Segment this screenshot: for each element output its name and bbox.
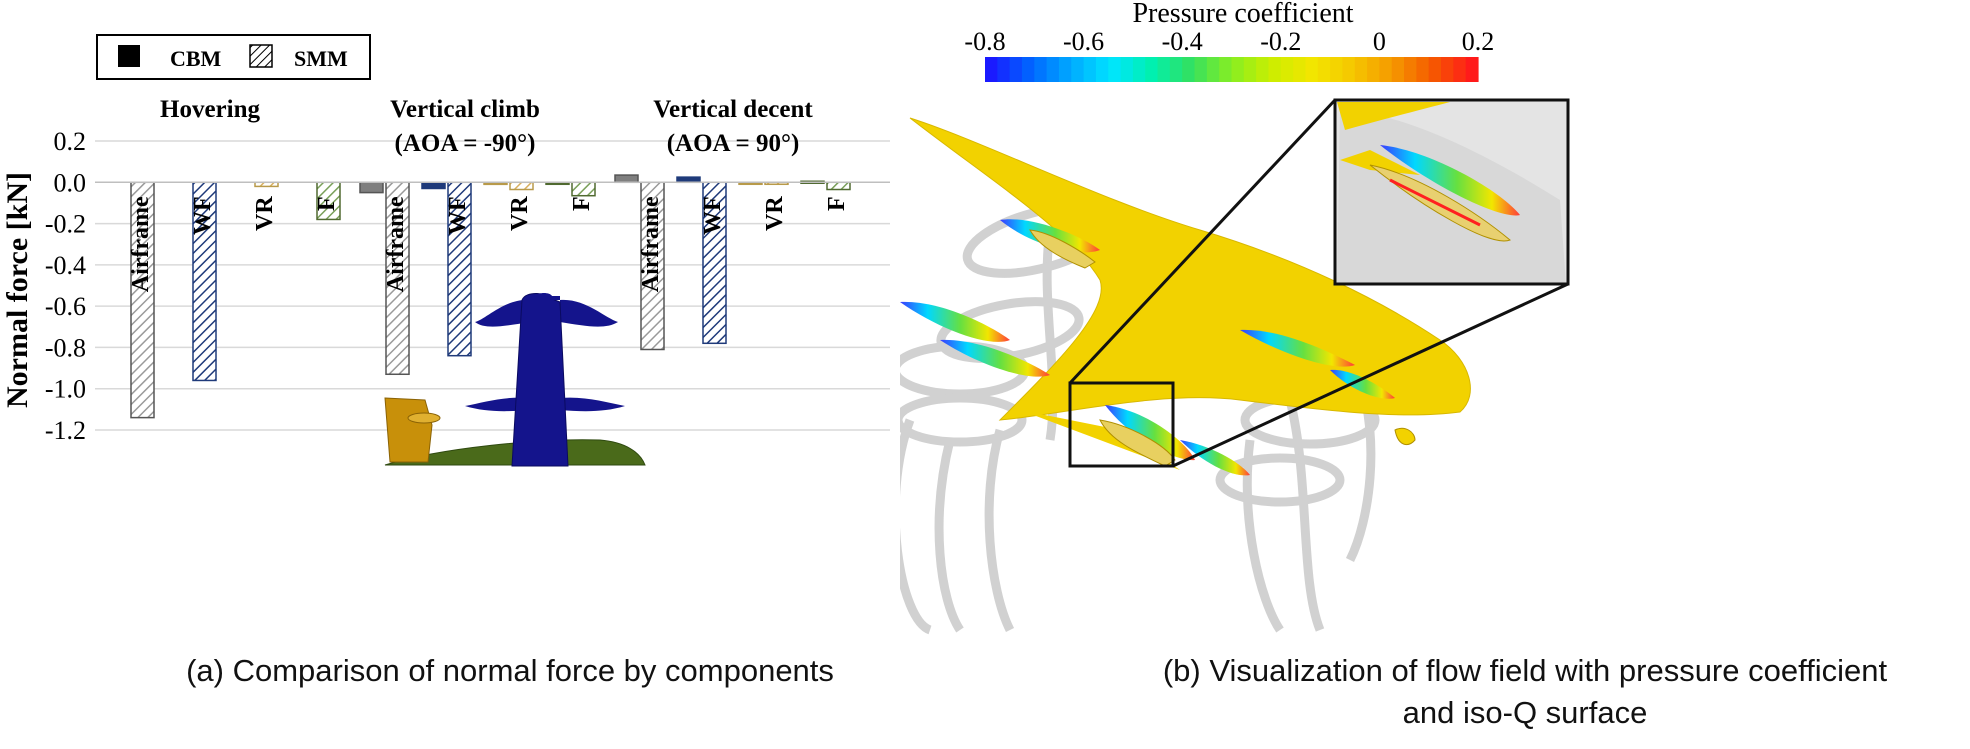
legend-swatch-cbm bbox=[118, 45, 140, 67]
category-label: F bbox=[569, 196, 595, 211]
normal-force-bar-chart: 0.2 0.0 -0.2 -0.4 -0.6 -0.8 -1.0 -1.2 Airframe W… bbox=[1, 34, 890, 467]
colorbar-segment bbox=[1058, 57, 1072, 82]
y-tick-label: 0.0 bbox=[54, 168, 87, 197]
category-label: F bbox=[314, 196, 340, 211]
flow-field-visualization: -0.8 -0.6 -0.4 -0.2 0 0.2 Pressure coefficien… bbox=[900, 0, 1570, 635]
group-title: Vertical decent bbox=[653, 96, 813, 123]
zoom-source-box bbox=[1068, 381, 1175, 468]
category-label: Airframe bbox=[128, 196, 154, 292]
flow-field-render bbox=[900, 98, 1570, 635]
colorbar-tick-label: -0.2 bbox=[1260, 27, 1301, 56]
category-label: VR bbox=[252, 196, 278, 231]
colorbar-segment bbox=[1009, 57, 1023, 82]
bar-cbm-wf bbox=[421, 181, 446, 190]
colorbar-segment bbox=[1145, 57, 1159, 82]
colorbar-segment bbox=[1095, 57, 1109, 82]
colorbar-segment bbox=[1379, 57, 1393, 82]
aircraft-inset-illustration bbox=[384, 293, 646, 467]
colorbar-segment bbox=[1132, 57, 1146, 82]
caption-b-line1: (b) Visualization of flow field with pre… bbox=[1162, 653, 1888, 688]
colorbar-segment bbox=[1157, 57, 1171, 82]
legend-swatch-smm bbox=[249, 44, 273, 68]
colorbar-segment bbox=[1169, 57, 1183, 82]
colorbar-segment bbox=[1034, 57, 1048, 82]
colorbar-segment bbox=[1083, 57, 1097, 82]
pressure-colorbar: -0.8 -0.6 -0.4 -0.2 0 0.2 bbox=[964, 27, 1494, 82]
colorbar-segment bbox=[1194, 57, 1208, 82]
legend-label-cbm: CBM bbox=[170, 46, 222, 71]
colorbar-segment bbox=[1182, 57, 1196, 82]
category-label: VR bbox=[762, 196, 788, 231]
y-tick-label: -1.2 bbox=[45, 416, 86, 445]
colorbar-segment bbox=[997, 57, 1011, 82]
colorbar-title: Pressure coefficient bbox=[1132, 0, 1353, 29]
colorbar-tick-label: -0.8 bbox=[964, 27, 1005, 56]
y-axis-label: Normal force [kN] bbox=[1, 172, 34, 408]
category-label: WF bbox=[700, 196, 726, 235]
category-label: Airframe bbox=[638, 196, 664, 292]
group-title: (AOA = -90°) bbox=[395, 130, 536, 157]
y-tick-label: -0.2 bbox=[45, 210, 86, 239]
colorbar-segment bbox=[1354, 57, 1368, 82]
colorbar-segment bbox=[1441, 57, 1454, 82]
category-label: Airframe bbox=[383, 196, 409, 292]
colorbar-segment bbox=[1416, 57, 1430, 82]
colorbar-segment bbox=[1342, 57, 1356, 82]
colorbar-segment bbox=[1367, 57, 1380, 82]
caption-b: (b) Visualization of flow field with pre… bbox=[1080, 650, 1970, 734]
category-label: F bbox=[824, 196, 850, 211]
category-label: VR bbox=[507, 196, 533, 231]
colorbar-segment bbox=[1280, 57, 1294, 82]
colorbar-segment bbox=[1404, 57, 1417, 82]
colorbar-tick-label: -0.6 bbox=[1063, 27, 1104, 56]
y-tick-label: -0.6 bbox=[45, 292, 86, 321]
colorbar-segment bbox=[1453, 57, 1467, 82]
colorbar-segment bbox=[1268, 57, 1282, 82]
colorbar-segment bbox=[1256, 57, 1270, 82]
colorbar-tick-label: 0 bbox=[1373, 27, 1386, 56]
colorbar-segment bbox=[1317, 57, 1331, 82]
colorbar-segment bbox=[1219, 57, 1233, 82]
colorbar-segment bbox=[1391, 57, 1405, 82]
group-title: Vertical climb bbox=[390, 96, 540, 123]
zoom-inset bbox=[1333, 98, 1570, 286]
colorbar-segment bbox=[1293, 57, 1307, 82]
legend: CBM SMM bbox=[96, 34, 371, 80]
bar-smm-f bbox=[826, 181, 851, 191]
colorbar-segment bbox=[1108, 57, 1122, 82]
colorbar-segment bbox=[1231, 57, 1245, 82]
category-label: WF bbox=[190, 196, 216, 235]
bar-smm-f bbox=[571, 181, 596, 197]
colorbar-segment bbox=[1021, 57, 1035, 82]
caption-a: (a) Comparison of normal force by compon… bbox=[186, 653, 834, 688]
legend-label-smm: SMM bbox=[294, 46, 348, 71]
y-tick-label: -0.4 bbox=[45, 251, 86, 280]
colorbar-segment bbox=[1120, 57, 1134, 82]
colorbar-segment bbox=[1071, 57, 1085, 82]
colorbar-segment bbox=[1243, 57, 1257, 82]
colorbar-segment bbox=[985, 57, 998, 82]
group-title: (AOA = 90°) bbox=[667, 130, 800, 157]
colorbar-segment bbox=[1330, 57, 1344, 82]
colorbar-segment bbox=[1305, 57, 1319, 82]
colorbar-segment bbox=[1046, 57, 1060, 82]
bar-cbm-airframe bbox=[359, 181, 384, 194]
y-tick-label: -0.8 bbox=[45, 333, 86, 362]
bar-cbm-airframe bbox=[614, 174, 639, 184]
colorbar-segment bbox=[1428, 57, 1442, 82]
category-label: WF bbox=[445, 196, 471, 235]
caption-b-line2: and iso-Q surface bbox=[1402, 695, 1648, 730]
bar-smm-vr bbox=[509, 181, 534, 191]
y-tick-label: 0.2 bbox=[54, 127, 87, 156]
bar-cbm-wf bbox=[676, 176, 701, 184]
colorbar-segment bbox=[1206, 57, 1220, 82]
colorbar-tick-label: 0.2 bbox=[1462, 27, 1495, 56]
y-tick-label: -1.0 bbox=[45, 375, 86, 404]
colorbar-segment bbox=[1465, 57, 1479, 82]
colorbar-tick-label: -0.4 bbox=[1162, 27, 1203, 56]
group-title: Hovering bbox=[160, 96, 260, 123]
